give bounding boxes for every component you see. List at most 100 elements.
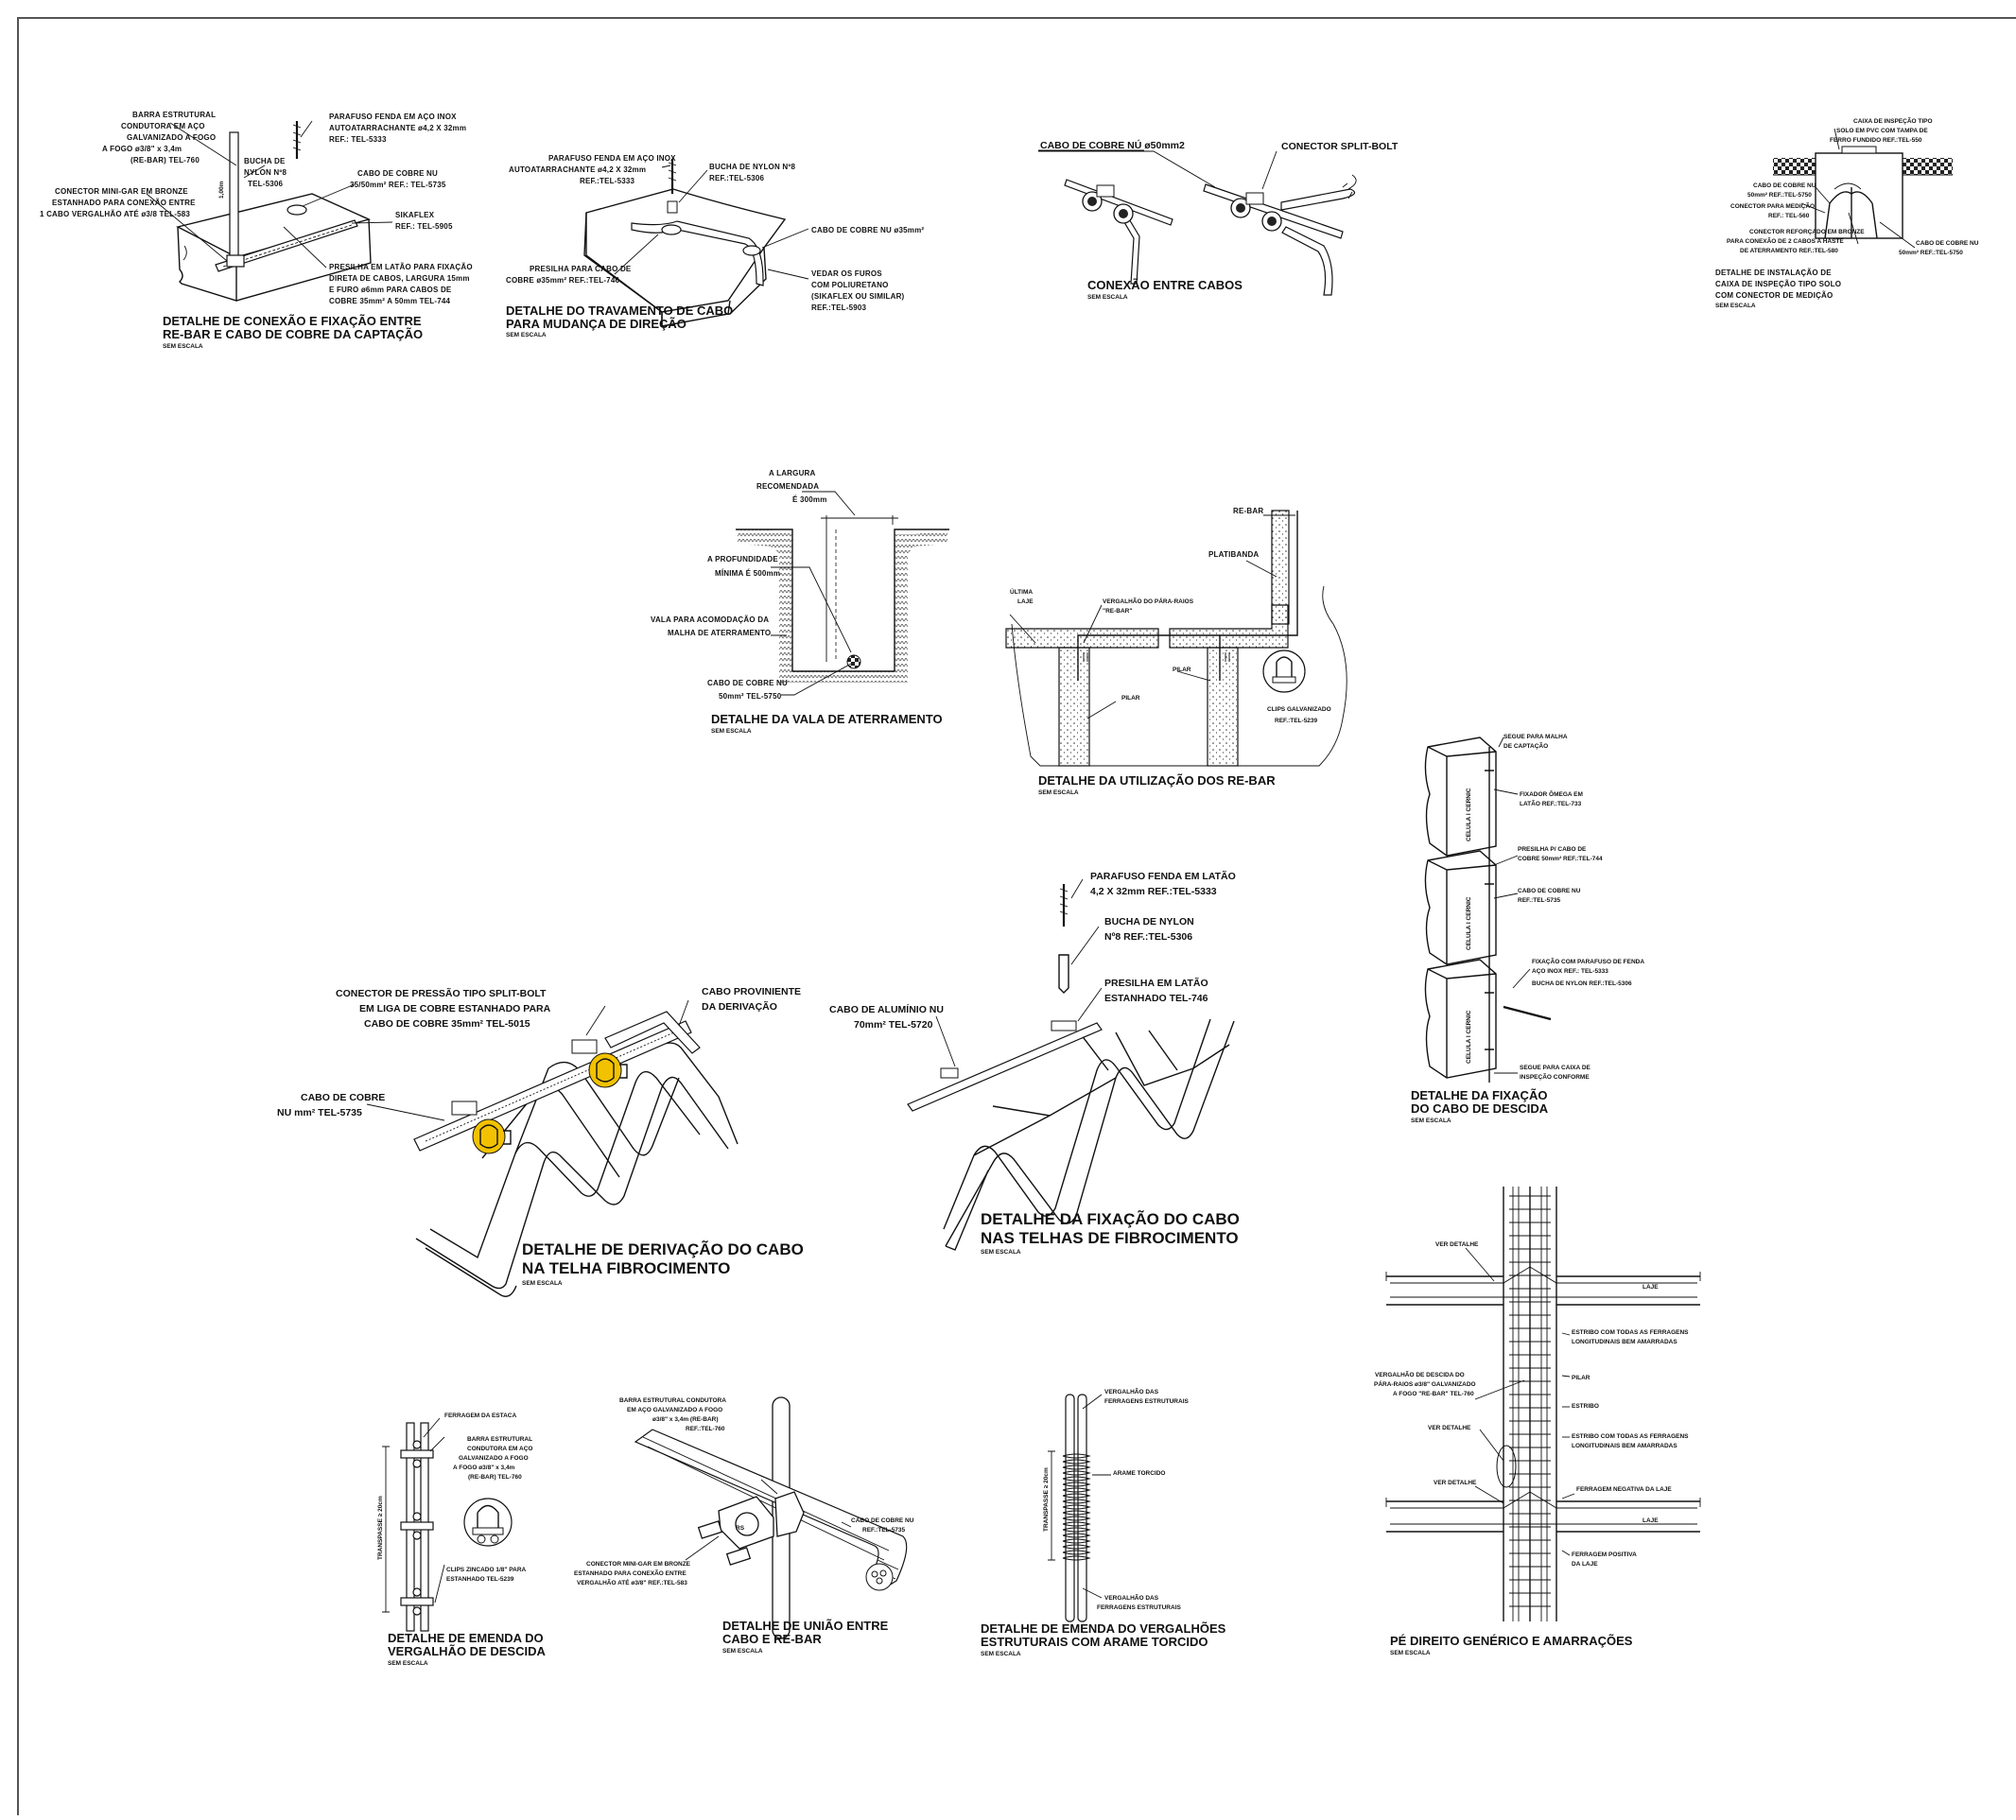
svg-text:CELULA I CERNIC: CELULA I CERNIC [1466,896,1472,950]
d2-label: REF.:TEL-5306 [709,174,765,182]
d7-label: COBRE 50mm² REF.:TEL-744 [1518,856,1603,862]
detail-cable-fixing-fibrocement: PARAFUSO FENDA EM LATÃO 4,2 X 32mm REF.:… [829,870,1240,1256]
d4-label: REF.: TEL-560 [1768,213,1810,219]
d10-label: A FOGO ø3/8" x 3,4m [453,1465,515,1471]
d5-label: 50mm² TEL-5750 [719,692,782,701]
d6-scale: SEM ESCALA [1038,789,1079,796]
detail-generic-column-ties: VER DETALHE LAJE ESTRIBO COM TODAS AS FE… [1374,1187,1701,1656]
detail-rebar-twisted-wire-splice: VERGALHÃO DAS FERRAGENS ESTRUTURAIS ARAM… [981,1387,1226,1657]
d12-label: FERRAGENS ESTRUTURAIS [1097,1604,1182,1611]
d6-label: PILAR [1121,695,1140,702]
d11-label: REF.:TEL-5735 [862,1527,906,1534]
d2-label: PRESILHA PARA CABO DE [530,265,632,273]
d2-title: PARA MUDANÇA DE DIREÇÃO [506,317,686,331]
d2-label: AUTOATARRACHANTE ø4,2 X 32mm [509,165,646,174]
detail-rebar-usage: RE-BAR PLATIBANDA ÚLTIMA LAJE VERGALHÃO … [1005,507,1347,796]
d6-label: PILAR [1173,667,1191,673]
d4-label: PARA CONEXÃO DE 2 CABOS A HASTE [1727,236,1844,245]
d12-title: DETALHE DE EMENDA DO VERGALHÕES [981,1621,1226,1636]
d11-label: CONECTOR MINI-GAR EM BRONZE [586,1561,691,1568]
detail-cable-splice: CABO DE COBRE NÚ ø50mm2 CONECTOR SPLIT-B… [1038,139,1399,301]
d13-label: ESTRIBO COM TODAS AS FERRAGENS [1572,1433,1689,1440]
d6-label: REF.:TEL-5239 [1275,718,1318,724]
d5-title: DETALHE DA VALA DE ATERRAMENTO [711,712,943,726]
d11-label: REF.:TEL-760 [686,1426,725,1432]
d3-scale: SEM ESCALA [1087,294,1128,301]
d5-label: RECOMENDADA [756,482,819,491]
d13-label: LONGITUDINAIS BEM AMARRADAS [1572,1339,1677,1345]
d4-scale: SEM ESCALA [1715,303,1756,309]
d8-label: CABO DE COBRE 35mm² TEL-5015 [364,1018,530,1030]
d13-label: DA LAJE [1572,1561,1598,1568]
wire-twist [1062,1499,1091,1504]
d13-label: A FOGO "RE-BAR" TEL-760 [1393,1391,1474,1397]
split-bolt-connector [451,1101,512,1154]
d5-label: VALA PARA ACOMODAÇÃO DA [651,615,769,624]
d1-label: TEL-5306 [248,180,284,188]
d9-label: Nº8 REF.:TEL-5306 [1104,931,1192,943]
d12-label: ARAME TORCIDO [1113,1470,1166,1477]
d11-label: ESTANHADO PARA CONEXÃO ENTRE [574,1569,686,1577]
svg-text:RS: RS [736,1525,745,1532]
d1-label: AUTOATARRACHANTE ø4,2 X 32mm [329,124,466,132]
d4-label: CAIXA DE INSPEÇÃO TIPO [1853,116,1933,125]
d13-label: VER DETALHE [1428,1425,1471,1431]
d5-label: CABO DE COBRE NU [707,679,788,687]
svg-text:CELULA I CERNIC: CELULA I CERNIC [1466,1010,1472,1064]
d8-label: EM LIGA DE COBRE ESTANHADO PARA [359,1003,551,1014]
d1-label: CONDUTORA EM AÇO [121,122,205,130]
d13-label: VERGALHÃO DE DESCIDA DO [1375,1370,1465,1378]
d1-label: (RE-BAR) TEL-760 [130,156,200,165]
detail-grounding-trench: A LARGURA RECOMENDADA É 300mm A PROFUNDI… [651,469,949,735]
d7-label: FIXAÇÃO COM PARAFUSO DE FENDA [1532,957,1644,965]
d13-label: LAJE [1642,1284,1659,1291]
d11-label: EM AÇO GALVANIZADO A FOGO [627,1407,722,1413]
d3-label: CABO DE COBRE NÚ ø50mm2 [1040,139,1185,151]
wire-twist [1062,1470,1091,1476]
wire-twist [1062,1487,1091,1493]
d12-scale: SEM ESCALA [981,1651,1021,1657]
d8-scale: SEM ESCALA [522,1280,563,1287]
d9-label: PARAFUSO FENDA EM LATÃO [1090,870,1236,882]
d13-label: FERRAGEM NEGATIVA DA LAJE [1576,1486,1672,1493]
d1-title: DETALHE DE CONEXÃO E FIXAÇÃO ENTRE [163,314,422,328]
d9-label: 4,2 X 32mm REF.:TEL-5333 [1090,886,1217,897]
d3-title: CONEXÃO ENTRE CABOS [1087,278,1243,292]
d1-label: BARRA ESTRUTURAL [132,111,216,119]
d4-label: CONECTOR PARA MEDIÇÃO [1730,201,1815,210]
detail-inspection-box: CAIXA DE INSPEÇÃO TIPO SOLO EM PVC COM T… [1715,116,1979,309]
d13-label: PÁRA-RAIOS ø3/8" GALVANIZADO [1374,1379,1476,1388]
d5-label: É 300mm [792,495,827,504]
d11-label: BARRA ESTRUTURAL CONDUTORA [619,1397,726,1404]
d12-label: FERRAGENS ESTRUTURAIS [1104,1398,1190,1405]
d7-label: REF.:TEL-5735 [1518,897,1561,904]
d4-label: CONECTOR REFORÇADO EM BRONZE [1749,229,1865,235]
d2-label: BUCHA DE NYLON Nº8 [709,163,795,171]
stirrups [1509,1195,1551,1607]
wire-twist [1062,1476,1091,1482]
d1-label: 1 CABO VERGALHÃO ATÉ ø3/8 TEL-583 [40,210,190,218]
d10-label: FERRAGEM DA ESTACA [444,1413,517,1419]
d2-label: (SIKAFLEX OU SIMILAR) [811,292,905,301]
d13-title: PÉ DIREITO GENÉRICO E AMARRAÇÕES [1390,1634,1633,1648]
detail-cable-direction-lock: PARAFUSO FENDA EM AÇO INOX AUTOATARRACHA… [506,154,924,338]
d1-label: PARAFUSO FENDA EM AÇO INOX [329,113,457,121]
d8-label: DA DERIVAÇÃO [702,1000,777,1013]
d10-label: TRANSPASSE ≥ 20cm [377,1496,384,1560]
wire-twist [1062,1482,1091,1487]
d4-label: FERRO FUNDIDO REF.:TEL-550 [1830,137,1922,144]
d7-label: SEGUE PARA MALHA [1503,734,1568,740]
detail-cable-branch-fibrocement: CONECTOR DE PRESSÃO TIPO SPLIT-BOLT EM L… [277,986,804,1297]
d1-scale: SEM ESCALA [163,343,203,350]
d13-label: LAJE [1642,1517,1659,1524]
wire-twist [1062,1544,1091,1550]
detail-downconductor-splice: FERRAGEM DA ESTACA BARRA ESTRUTURAL COND… [377,1413,546,1667]
d1-title: RE-BAR E CABO DE COBRE DA CAPTAÇÃO [163,327,423,341]
d2-label: REF.:TEL-5333 [580,177,635,185]
d2-label: COM POLIURETANO [811,281,889,289]
d4-label: 50mm² REF.:TEL-5750 [1899,250,1963,256]
wire-twist [1062,1555,1091,1561]
d1-label: A FOGO ø3/8" x 3,4m [102,145,182,153]
d11-title: CABO E RE-BAR [722,1632,822,1646]
